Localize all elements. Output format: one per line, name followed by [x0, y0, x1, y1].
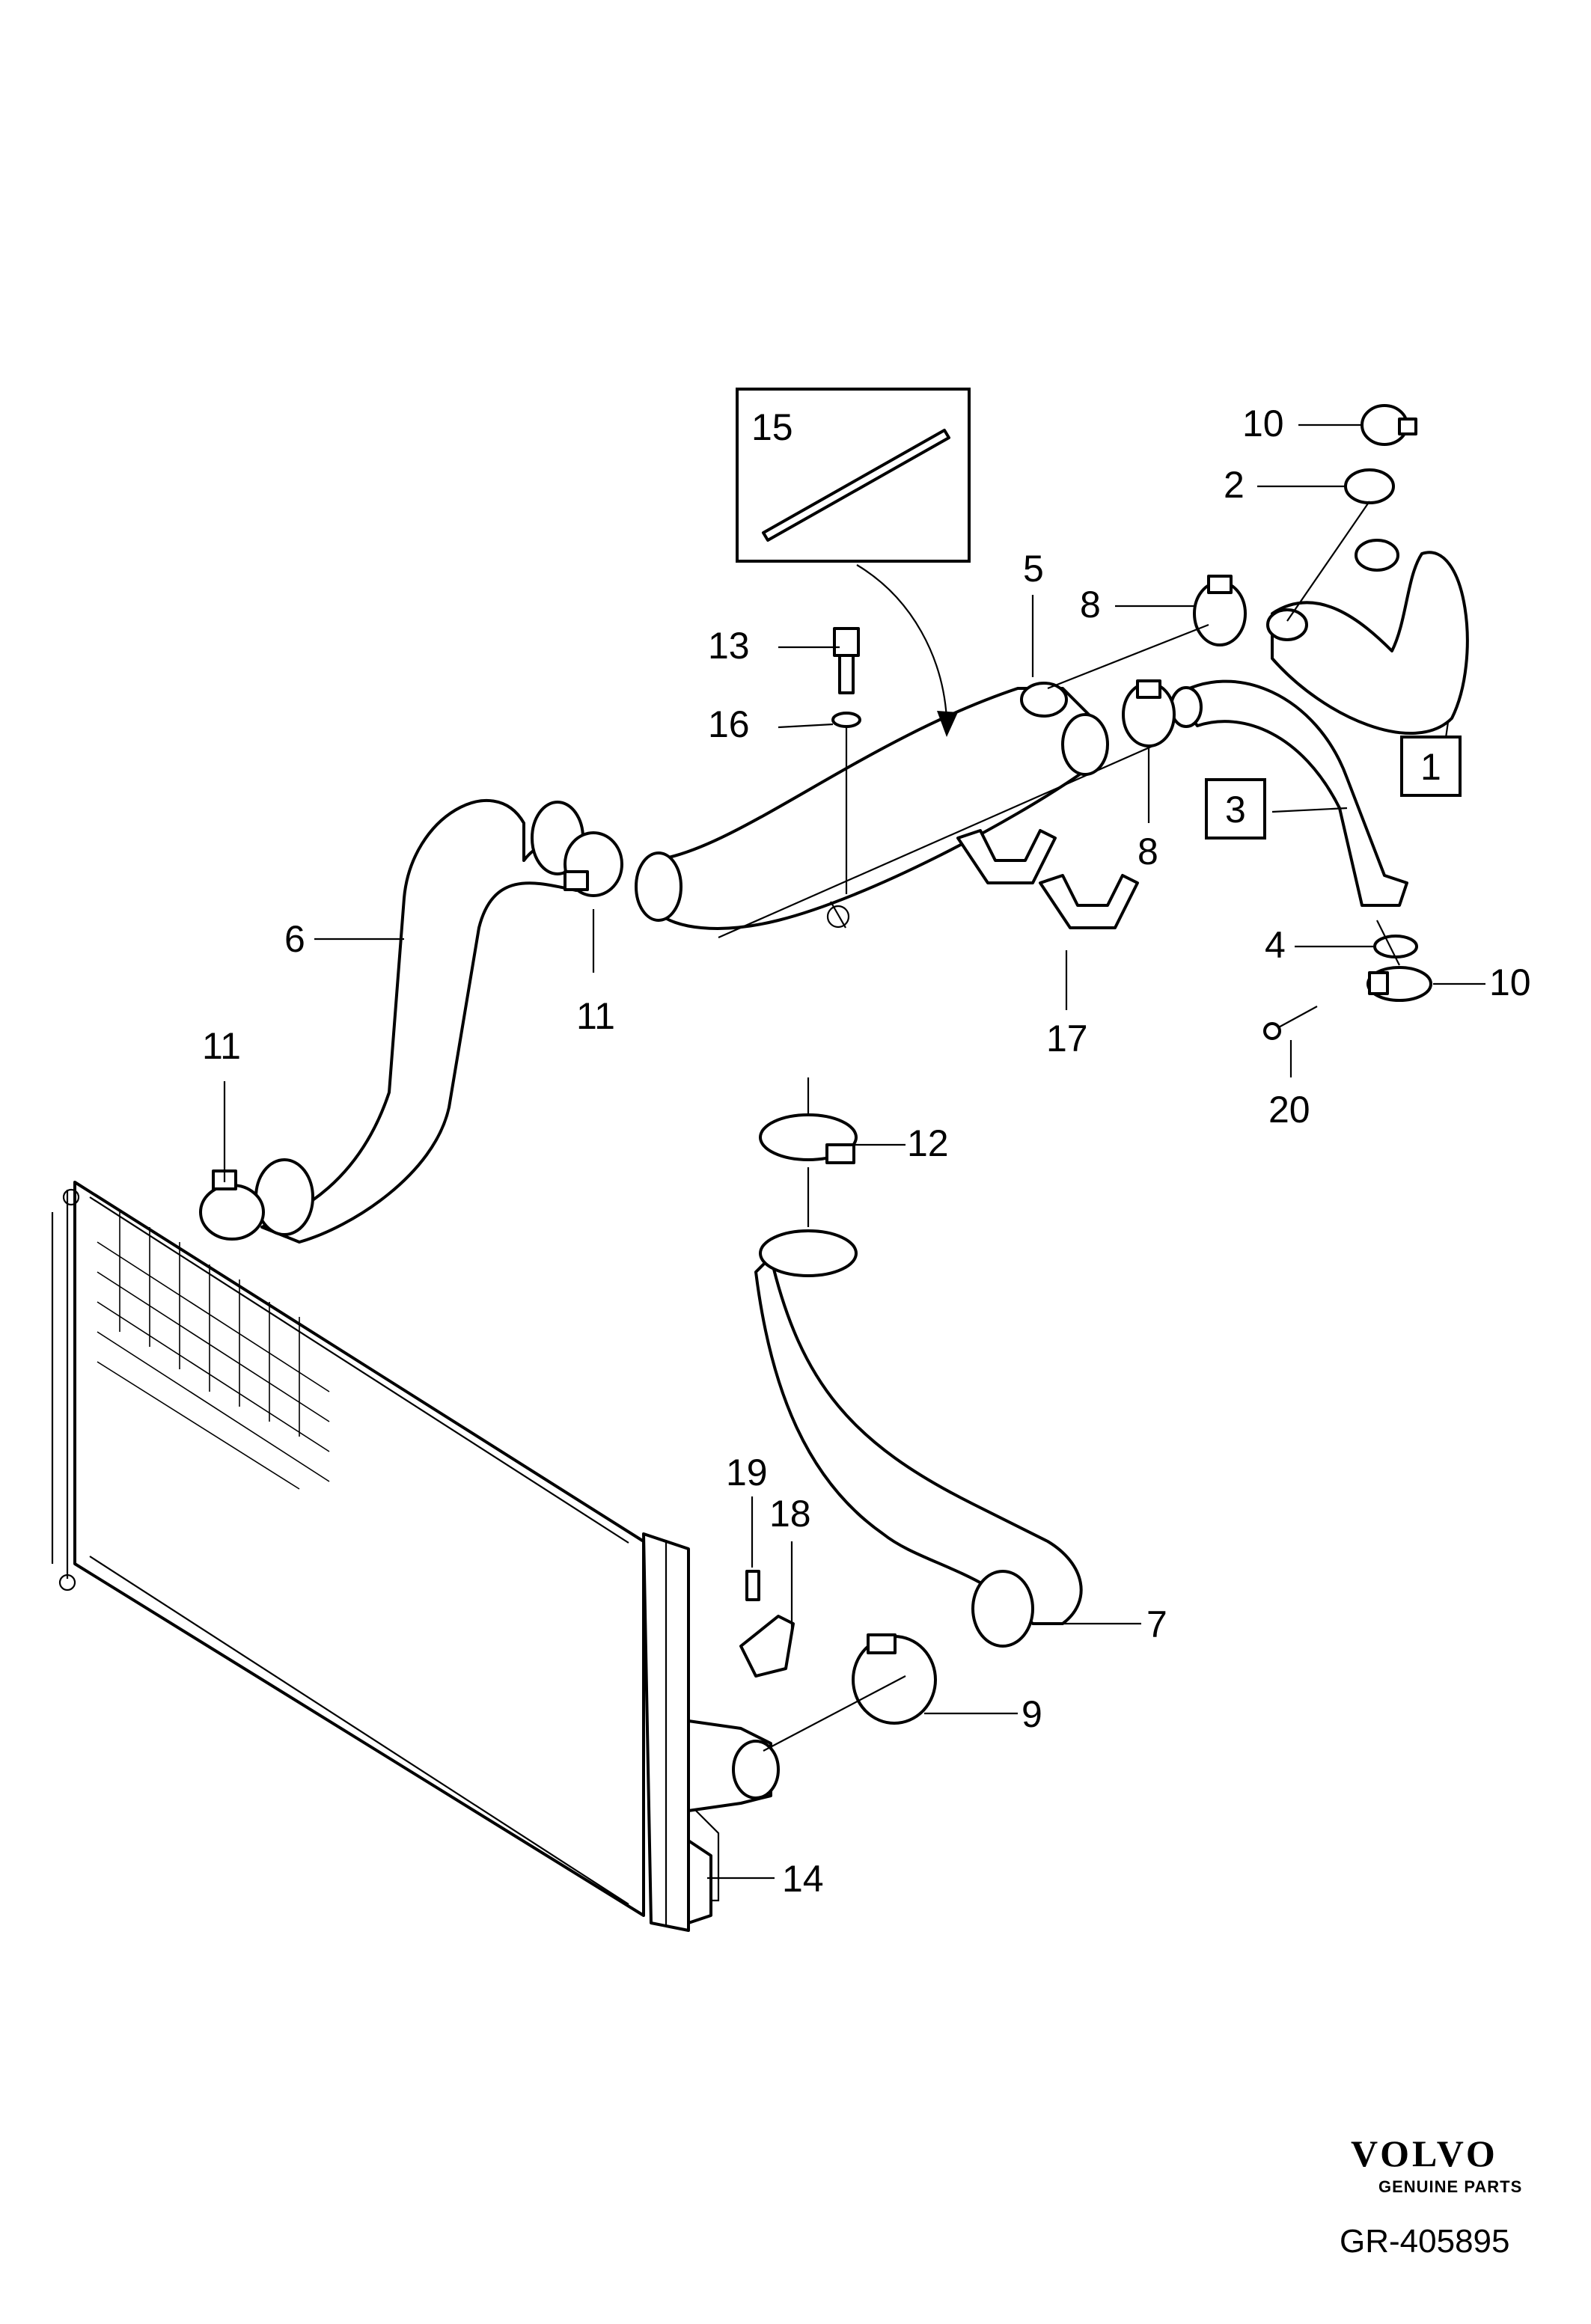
callout-3: 3 [1225, 789, 1246, 831]
leader-lines [223, 423, 1485, 1880]
bracket-17 [956, 829, 1139, 929]
callout-19: 19 [726, 1452, 768, 1493]
callout-4: 4 [1265, 924, 1286, 966]
hose-3 [1170, 679, 1408, 907]
pipe-5 [635, 682, 1109, 930]
callout-2: 2 [1224, 464, 1245, 506]
bracket-18 [739, 1615, 795, 1678]
callout-12: 12 [907, 1122, 949, 1164]
clamp-10-bottom [1366, 966, 1432, 1002]
intercooler [51, 1181, 780, 1932]
callout-14: 14 [782, 1858, 824, 1900]
inset-15 [736, 388, 971, 737]
brand-tagline: GENUINE PARTS [1378, 2177, 1522, 2196]
callout-5: 5 [1023, 548, 1044, 590]
callout-9: 9 [1022, 1693, 1042, 1735]
callout-18: 18 [769, 1493, 811, 1535]
clamp-11-right [564, 831, 623, 897]
callout-20: 20 [1268, 1089, 1310, 1131]
brand-logo: VOLVO [1351, 2132, 1498, 2174]
clamp-8-upper [1193, 575, 1247, 646]
clamp-9 [852, 1633, 937, 1725]
clamp-12 [759, 1113, 858, 1164]
callout-8-upper: 8 [1080, 584, 1101, 626]
callout-11-left: 11 [202, 1025, 241, 1067]
callout-16: 16 [708, 703, 750, 745]
callout-8-lower: 8 [1137, 831, 1158, 872]
bolt-20 [1263, 1006, 1318, 1040]
clamp-8-lower [1122, 679, 1176, 747]
callout-15-text: 15 [751, 406, 793, 448]
callout-13: 13 [708, 625, 750, 667]
callout-labels: 15 10 2 5 8 13 16 8 1 3 6 4 10 11 17 11 … [202, 403, 1531, 1900]
callout-1: 1 [1420, 746, 1441, 788]
callout-17: 17 [1046, 1018, 1088, 1059]
callout-10-top: 10 [1242, 403, 1284, 444]
hose-6 [254, 799, 600, 1244]
callout-6: 6 [284, 918, 305, 960]
screw-19 [745, 1570, 760, 1601]
callout-11-right: 11 [576, 995, 615, 1037]
callout-10-bottom: 10 [1489, 961, 1531, 1003]
diagram-reference: GR-405895 [1340, 2223, 1509, 2260]
o-ring-4 [1373, 935, 1418, 958]
clamp-11-left [199, 1169, 265, 1241]
bolt-13 [833, 627, 860, 694]
callout-7: 7 [1146, 1603, 1167, 1645]
washer-16 [831, 712, 861, 728]
clamp-10-top [1361, 404, 1417, 446]
footer: VOLVO GENUINE PARTS GR-405895 [1340, 2132, 1522, 2260]
hose-7 [754, 1229, 1083, 1648]
o-ring-2 [1344, 468, 1395, 504]
hose-1 [1266, 539, 1469, 736]
